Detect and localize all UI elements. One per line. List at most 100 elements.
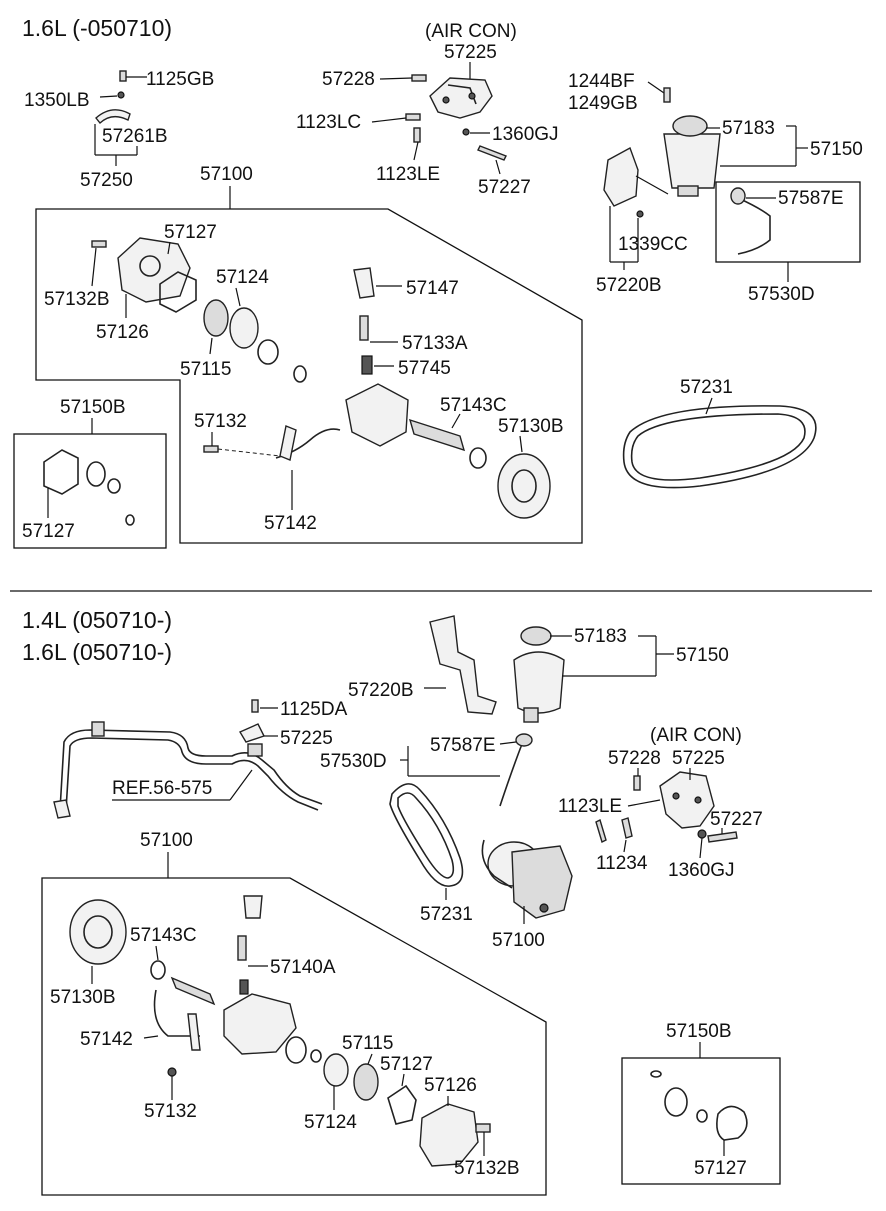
label-57143c-top: 57143C bbox=[440, 395, 507, 416]
label-57127-kit-top: 57127 bbox=[22, 521, 75, 542]
label-57231-top: 57231 bbox=[680, 377, 733, 398]
label-57140a: 57140A bbox=[270, 957, 336, 978]
reservoir-57150-bottom bbox=[513, 651, 565, 714]
label-57225-top: 57225 bbox=[444, 42, 497, 63]
bolt-1125gb bbox=[119, 70, 127, 82]
label-1125da: 1125DA bbox=[280, 699, 348, 720]
fitting-bottom bbox=[243, 895, 263, 919]
bolt-57132-top bbox=[203, 445, 219, 453]
cover-57126-top bbox=[117, 237, 191, 303]
bolt-57227-bottom bbox=[707, 831, 738, 843]
pump-parts-bottom bbox=[69, 895, 491, 1167]
label-57132-bottom: 57132 bbox=[144, 1101, 197, 1122]
bolt-57132b-top bbox=[91, 240, 107, 248]
valve-57140a bbox=[237, 935, 247, 961]
label-57133a-top: 57133A bbox=[402, 333, 468, 354]
label-57587e-top: 57587E bbox=[778, 188, 844, 209]
pump-body-bottom bbox=[223, 993, 297, 1055]
pump-assembled-bottom bbox=[481, 839, 573, 919]
label-57227-bottom: 57227 bbox=[710, 809, 763, 830]
label-57587e-bottom: 57587E bbox=[430, 735, 496, 756]
reservoir-group-bottom bbox=[429, 615, 565, 807]
reservoir-57150-top bbox=[663, 133, 721, 189]
label-57100-top: 57100 bbox=[200, 164, 253, 185]
valve-57133a-top bbox=[359, 315, 369, 341]
seal-kit-box-bottom bbox=[621, 1057, 781, 1185]
air-con-bracket-bottom bbox=[595, 771, 738, 843]
pump-assembly-box-bottom bbox=[41, 877, 547, 1196]
label-57143c-bottom: 57143C bbox=[130, 925, 197, 946]
pressure-hose-ref bbox=[53, 721, 323, 819]
label-57228-bottom: 57228 bbox=[608, 748, 661, 769]
bracket-57220b-top bbox=[603, 146, 639, 207]
gasket-57127-bottom bbox=[387, 1084, 417, 1125]
label-57124-top: 57124 bbox=[216, 267, 269, 288]
hose-57530d-top bbox=[737, 197, 771, 255]
bolt-1123le-bottom bbox=[595, 819, 607, 843]
bolt-11234 bbox=[621, 817, 633, 839]
bracket-57220b-bottom bbox=[429, 615, 497, 715]
cover-57126-bottom bbox=[419, 1103, 479, 1167]
bracket-57225-top bbox=[429, 77, 493, 119]
bracket-57225-bottom bbox=[659, 771, 715, 829]
pump-body-top bbox=[345, 383, 409, 447]
gasket-57127-kit-top bbox=[43, 449, 79, 495]
hose-57530d-bottom bbox=[499, 743, 523, 807]
cap-57183-bottom bbox=[520, 626, 552, 646]
label-57147-top: 57147 bbox=[406, 278, 459, 299]
label-57115-bottom: 57115 bbox=[342, 1033, 393, 1054]
fitting-57147-top bbox=[353, 267, 375, 299]
clamp-57261b bbox=[95, 109, 131, 125]
label-57127-bottom: 57127 bbox=[380, 1054, 433, 1075]
label-57150b-top: 57150B bbox=[60, 397, 126, 418]
bolt-1123lc bbox=[405, 113, 421, 121]
label-57183-top: 57183 bbox=[722, 118, 775, 139]
label-57225b-bottom: 57225 bbox=[672, 748, 725, 769]
bolt-1125da bbox=[251, 699, 259, 713]
air-con-bracket-top bbox=[405, 62, 507, 161]
label-1360gj-bottom: 1360GJ bbox=[668, 860, 735, 881]
label-1350lb: 1350LB bbox=[24, 90, 90, 111]
label-57142-bottom: 57142 bbox=[80, 1029, 133, 1050]
shaft-57143c-top bbox=[408, 418, 466, 452]
label-57220b-bottom: 57220B bbox=[348, 680, 414, 701]
label-1249gb: 1249GB bbox=[568, 93, 638, 114]
label-57530d-bottom: 57530D bbox=[320, 751, 387, 772]
label-57530d-top: 57530D bbox=[748, 284, 815, 305]
label-1123lc-top: 1123LC bbox=[296, 112, 361, 133]
label-ref-56-575: REF.56-575 bbox=[112, 778, 212, 799]
seal-57143c-bottom bbox=[150, 960, 166, 980]
label-1360gj-top: 1360GJ bbox=[492, 124, 559, 145]
bearing-57124-bottom bbox=[323, 1053, 349, 1087]
bolt-1339cc bbox=[636, 210, 644, 218]
label-57115-top: 57115 bbox=[180, 359, 231, 380]
label-57231-bottom: 57231 bbox=[420, 904, 473, 925]
label-57100-bottom: 57100 bbox=[140, 830, 193, 851]
bolt-57228 bbox=[411, 74, 427, 82]
pump-assembly-box-top bbox=[35, 208, 583, 544]
seal-kit-parts-bottom bbox=[650, 1070, 748, 1141]
label-air-con-bottom: (AIR CON) bbox=[650, 725, 742, 746]
label-1125gb: 1125GB bbox=[146, 69, 214, 90]
gasket-57127-kit-bottom bbox=[716, 1105, 748, 1141]
label-57250: 57250 bbox=[80, 170, 133, 191]
label-57150-top: 57150 bbox=[810, 139, 863, 160]
bolt-57227 bbox=[477, 145, 507, 161]
label-57126-bottom: 57126 bbox=[424, 1075, 477, 1096]
pump-parts-top bbox=[91, 237, 551, 519]
label-57127-kit-bottom: 57127 bbox=[694, 1158, 747, 1179]
shaft-bottom bbox=[170, 976, 216, 1006]
spring-57745-top bbox=[361, 355, 373, 375]
clamp-57225-bottom bbox=[238, 723, 265, 743]
label-57227-top: 57227 bbox=[478, 177, 531, 198]
label-57183-bottom: 57183 bbox=[574, 626, 627, 647]
label-57130b-top: 57130B bbox=[498, 416, 564, 437]
bearing-57124-top bbox=[229, 307, 259, 349]
hose-57142-bottom bbox=[153, 989, 200, 1037]
cap-57183-top bbox=[672, 115, 708, 137]
label-57220b-top: 57220B bbox=[596, 275, 662, 296]
washer-1360gj bbox=[462, 128, 470, 136]
clip-57587e-bottom bbox=[515, 733, 533, 747]
label-11234: 11234 bbox=[596, 853, 648, 874]
